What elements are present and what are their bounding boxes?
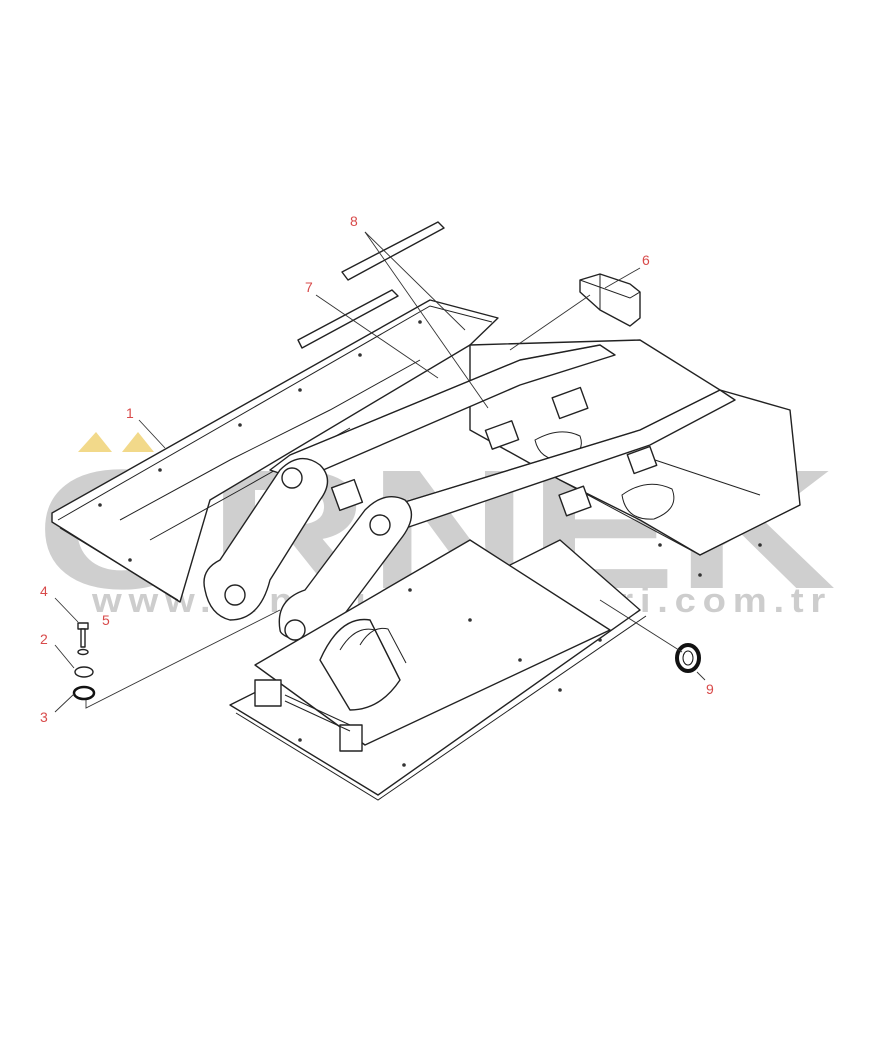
part-2-o-ring (74, 666, 94, 678)
part-9-bushing (675, 643, 701, 673)
fastener-stack (72, 622, 96, 701)
part-5-washer (77, 648, 89, 656)
callout-5: 5 (102, 612, 110, 628)
callout-7: 7 (305, 279, 313, 295)
frame-assembly (51, 299, 801, 801)
part-8-strip (341, 221, 445, 281)
part-7-strip (297, 289, 399, 349)
leader-lines (54, 231, 706, 713)
watermark-accent-triangle-left (78, 432, 112, 452)
boom-brackets (203, 457, 413, 644)
callout-2: 2 (40, 631, 48, 647)
front-lower-platform (229, 539, 647, 801)
callout-1: 1 (126, 405, 134, 421)
callout-3: 3 (40, 709, 48, 725)
bolt-holes (98, 320, 762, 767)
part-6-block (579, 273, 641, 327)
callout-4: 4 (40, 583, 48, 599)
callout-9: 9 (706, 681, 714, 697)
rails (269, 344, 736, 531)
part-3-o-ring (72, 685, 96, 701)
part-4-bolt-head (77, 622, 89, 630)
part-4-bolt-shank (80, 628, 86, 648)
callout-8: 8 (350, 213, 358, 229)
watermark-accent-triangle-right (122, 432, 154, 452)
callouts: 1 2 3 4 5 6 7 8 9 (40, 213, 714, 725)
callout-6: 6 (642, 252, 650, 268)
